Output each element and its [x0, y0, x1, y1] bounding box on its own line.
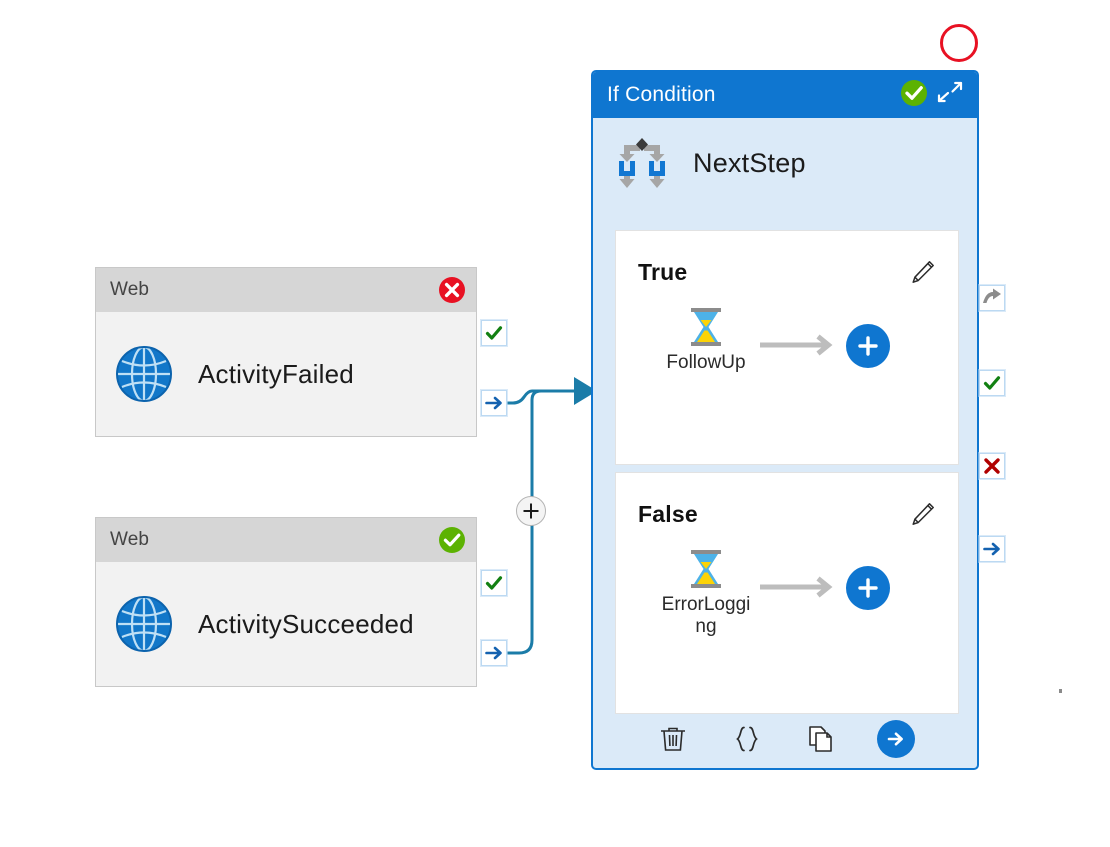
hourglass-icon — [687, 548, 725, 590]
branch-false-header: False — [616, 473, 958, 528]
card-header: Web — [96, 518, 476, 562]
copy-pages-icon — [809, 726, 832, 752]
card-body: ActivitySucceeded — [96, 562, 476, 686]
globe-icon — [114, 594, 174, 654]
activity-card-activitysucceeded[interactable]: Web — [95, 517, 477, 687]
success-handle-activitysucceeded[interactable] — [481, 570, 507, 596]
branch-false-row: ErrorLogging — [616, 528, 958, 638]
skip-curve-icon — [983, 288, 1001, 303]
globe-icon — [114, 344, 174, 404]
collapse-arrows-icon[interactable] — [935, 78, 965, 113]
green-check-icon — [485, 326, 503, 340]
code-button[interactable] — [729, 721, 765, 757]
arrow-right-circle-icon — [887, 732, 903, 746]
green-check-icon — [485, 576, 503, 590]
branch-true-step[interactable]: FollowUp — [658, 306, 754, 374]
activity-card-activityfailed[interactable]: Web — [95, 267, 477, 437]
run-button[interactable] — [877, 720, 915, 758]
branch-false-label: False — [638, 501, 698, 527]
pencil-icon[interactable] — [910, 259, 936, 285]
branch-false[interactable]: False — [615, 472, 959, 714]
completion-handle-activitysucceeded[interactable] — [481, 640, 507, 666]
skip-handle-ifcondition[interactable] — [979, 285, 1005, 311]
copy-button[interactable] — [803, 721, 839, 757]
hourglass-icon — [687, 306, 725, 348]
card-type-label: Web — [110, 279, 150, 300]
failure-handle-ifcondition[interactable] — [979, 453, 1005, 479]
plus-icon — [858, 578, 878, 598]
branch-true-label: True — [638, 259, 688, 285]
activity-name-label: ActivitySucceeded — [198, 608, 414, 639]
panel-toolbar — [593, 710, 977, 768]
branch-true[interactable]: True — [615, 230, 959, 465]
titlebar-icons — [899, 78, 965, 113]
completion-handle-ifcondition[interactable] — [979, 536, 1005, 562]
delete-button[interactable] — [655, 721, 691, 757]
branch-split-icon — [615, 135, 669, 191]
flow-arrow-icon — [758, 576, 842, 598]
card-header: Web — [96, 268, 476, 312]
error-circle-icon — [438, 276, 466, 304]
success-handle-activityfailed[interactable] — [481, 320, 507, 346]
green-check-icon — [983, 376, 1001, 390]
plus-icon — [523, 503, 539, 519]
branch-false-add-button[interactable] — [846, 566, 890, 610]
red-circle-annotation — [940, 24, 978, 62]
panel-titlebar: If Condition — [593, 72, 977, 118]
branch-true-row: FollowUp — [616, 286, 958, 374]
panel-step-name: NextStep — [693, 147, 806, 178]
success-circle-icon — [899, 78, 929, 113]
panel-step-header: NextStep — [593, 118, 977, 208]
plus-icon — [858, 336, 878, 356]
red-x-icon — [984, 458, 1000, 474]
pencil-icon[interactable] — [910, 501, 936, 527]
branch-true-step-label: FollowUp — [666, 352, 746, 373]
blue-arrow-icon — [485, 646, 502, 660]
branch-false-step[interactable]: ErrorLogging — [658, 548, 754, 638]
activity-name-label: ActivityFailed — [198, 358, 354, 389]
success-handle-ifcondition[interactable] — [979, 370, 1005, 396]
success-circle-icon — [438, 526, 466, 554]
completion-handle-activityfailed[interactable] — [481, 390, 507, 416]
if-condition-panel[interactable]: If Condition — [591, 70, 979, 770]
trash-icon — [661, 727, 685, 751]
card-body: ActivityFailed — [96, 312, 476, 436]
canvas-speck — [1059, 689, 1062, 693]
flow-arrow-icon — [758, 334, 842, 356]
branch-false-step-label: ErrorLogging — [661, 594, 751, 637]
branch-true-header: True — [616, 231, 958, 286]
blue-arrow-icon — [983, 542, 1000, 556]
add-connector-node[interactable] — [516, 496, 546, 526]
curly-braces-icon — [736, 726, 758, 752]
panel-title: If Condition — [607, 83, 716, 106]
branch-true-add-button[interactable] — [846, 324, 890, 368]
blue-arrow-icon — [485, 396, 502, 410]
card-type-label: Web — [110, 529, 150, 550]
